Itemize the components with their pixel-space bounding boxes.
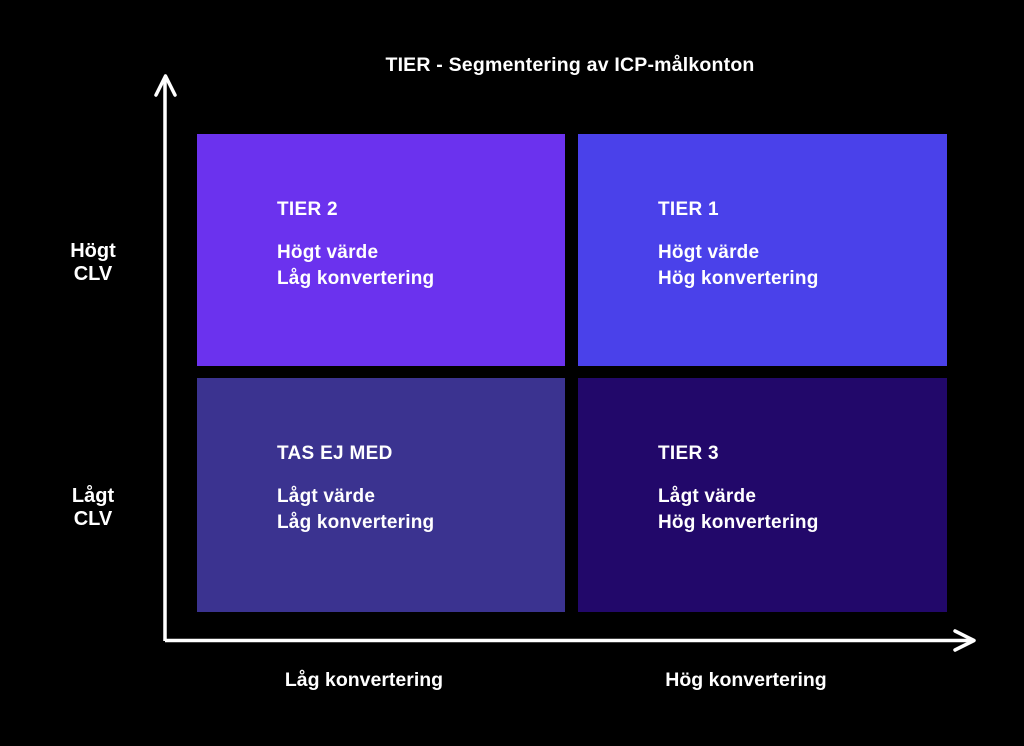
- quadrant-tas-ej-med-line2: Låg konvertering: [277, 511, 435, 533]
- x-axis-label-high-conversion: Hög konvertering: [665, 669, 827, 691]
- y-axis-label-high-line2: CLV: [73, 263, 113, 285]
- quadrant-tier3-description: Lågt värde Hög konvertering: [658, 484, 927, 535]
- quadrant-tas-ej-med: TAS EJ MED Lågt värde Låg konvertering: [197, 378, 565, 612]
- quadrant-tier2-line2: Låg konvertering: [277, 267, 435, 289]
- quadrant-tier3-line2: Hög konvertering: [658, 511, 819, 533]
- y-axis-arrow-icon: [154, 74, 177, 97]
- quadrant-tier1-description: Högt värde Hög konvertering: [658, 240, 927, 291]
- quadrant-tas-ej-med-description: Lågt värde Låg konvertering: [277, 484, 545, 535]
- quadrant-tas-ej-med-line1: Lågt värde: [277, 486, 376, 507]
- quadrant-tier2-title: TIER 2: [277, 199, 338, 220]
- quadrant-tier2-line1: Högt värde: [277, 242, 379, 263]
- quadrant-tas-ej-med-title: TAS EJ MED: [277, 443, 393, 464]
- x-axis-arrow-icon: [953, 629, 976, 652]
- page-title: TIER - Segmentering av ICP-målkonton: [385, 54, 755, 76]
- y-axis-label-low-line1: Lågt: [71, 485, 115, 507]
- x-axis-label-low-conversion: Låg konvertering: [284, 669, 444, 691]
- quadrant-tier1-line2: Hög konvertering: [658, 267, 819, 289]
- y-axis-label-low-line2: CLV: [73, 508, 113, 530]
- quadrant-tier1-line1: Högt värde: [658, 242, 760, 263]
- quadrant-tier1-title: TIER 1: [658, 199, 719, 220]
- quadrant-tier3-title: TIER 3: [658, 443, 719, 464]
- quadrant-tier1: TIER 1 Högt värde Hög konvertering: [578, 134, 947, 366]
- quadrant-tier3-line1: Lågt värde: [658, 486, 757, 507]
- y-axis-label-low-clv: Lågt CLV: [38, 485, 148, 531]
- quadrant-tier2-description: Högt värde Låg konvertering: [277, 240, 545, 291]
- y-axis-label-high-line1: Högt: [70, 240, 116, 262]
- quadrant-tier2: TIER 2 Högt värde Låg konvertering: [197, 134, 565, 366]
- y-axis-label-high-clv: Högt CLV: [38, 240, 148, 286]
- quadrant-tier3: TIER 3 Lågt värde Hög konvertering: [578, 378, 947, 612]
